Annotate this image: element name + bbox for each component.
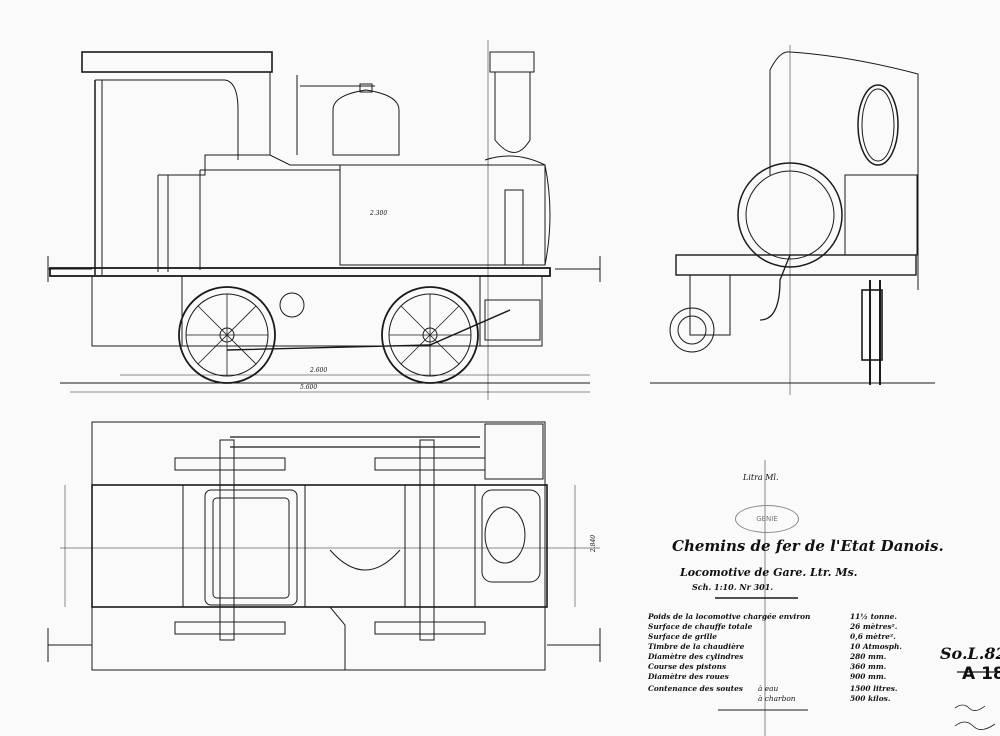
spec-value: 11½ tonne. bbox=[850, 612, 897, 621]
spec-value: 360 mm. bbox=[850, 662, 887, 671]
spec-value: 500 kilos. bbox=[850, 694, 891, 703]
spec-value: 280 mm. bbox=[850, 652, 887, 661]
spec-row: Surface de grille 0,6 mètre². bbox=[648, 632, 918, 642]
spec-label: Surface de grille bbox=[648, 632, 717, 641]
spec-label: Timbre de la chaudière bbox=[648, 642, 745, 651]
plan-view bbox=[47, 421, 601, 671]
spec-row: à charbon 500 kilos. bbox=[648, 694, 918, 704]
spec-row: Timbre de la chaudière 10 Atmosph. bbox=[648, 642, 918, 652]
spec-value: 26 mètres². bbox=[850, 622, 898, 631]
spec-label: Surface de chauffe totale bbox=[648, 622, 753, 631]
signature bbox=[954, 704, 996, 730]
litra-note: Litra Ml. bbox=[743, 473, 779, 482]
drawing-title: Chemins de fer de l'Etat Danois. bbox=[672, 537, 944, 555]
drawing-scale: Sch. 1:10. Nr 301. bbox=[692, 582, 774, 592]
dimension-wheelbase: 2.600 bbox=[310, 367, 328, 374]
spec-row: Surface de chauffe totale 26 mètres². bbox=[648, 622, 918, 632]
stamp: GENIE bbox=[735, 505, 799, 533]
spec-row: Diamètre des cylindres 280 mm. bbox=[648, 652, 918, 662]
sheet-reference: A 18 bbox=[962, 664, 1000, 684]
spec-label: Diamètre des cylindres bbox=[648, 652, 744, 661]
spec-row: Diamètre des roues 900 mm. bbox=[648, 672, 918, 682]
spec-value: 900 mm. bbox=[850, 672, 887, 681]
spec-row: Poids de la locomotive chargée environ 11… bbox=[648, 612, 918, 622]
dimension-width: 2.840 bbox=[590, 534, 598, 553]
end-view bbox=[650, 45, 935, 395]
spec-row: Course des pistons 360 mm. bbox=[648, 662, 918, 672]
spec-value: 0,6 mètre². bbox=[850, 632, 896, 641]
side-elevation bbox=[47, 40, 601, 400]
spec-value: 1500 litres. bbox=[850, 684, 898, 693]
spec-label: Diamètre des roues bbox=[648, 672, 729, 681]
spec-label: Contenance des soutes bbox=[648, 684, 743, 693]
spec-row: Contenance des soutes à eau 1500 litres. bbox=[648, 684, 918, 694]
spec-label: Poids de la locomotive chargée environ bbox=[648, 612, 811, 621]
spec-value: 10 Atmosph. bbox=[850, 642, 902, 651]
spec-sublabel: à charbon bbox=[758, 694, 796, 703]
dimension-length: 5.600 bbox=[300, 384, 318, 391]
drawing-subtitle: Locomotive de Gare. Ltr. Ms. bbox=[680, 566, 858, 579]
archive-reference: So.L.82. bbox=[940, 644, 1000, 663]
dimension-boiler: 2.300 bbox=[370, 210, 388, 217]
spec-sublabel: à eau bbox=[758, 684, 779, 693]
spec-label: Course des pistons bbox=[648, 662, 727, 671]
